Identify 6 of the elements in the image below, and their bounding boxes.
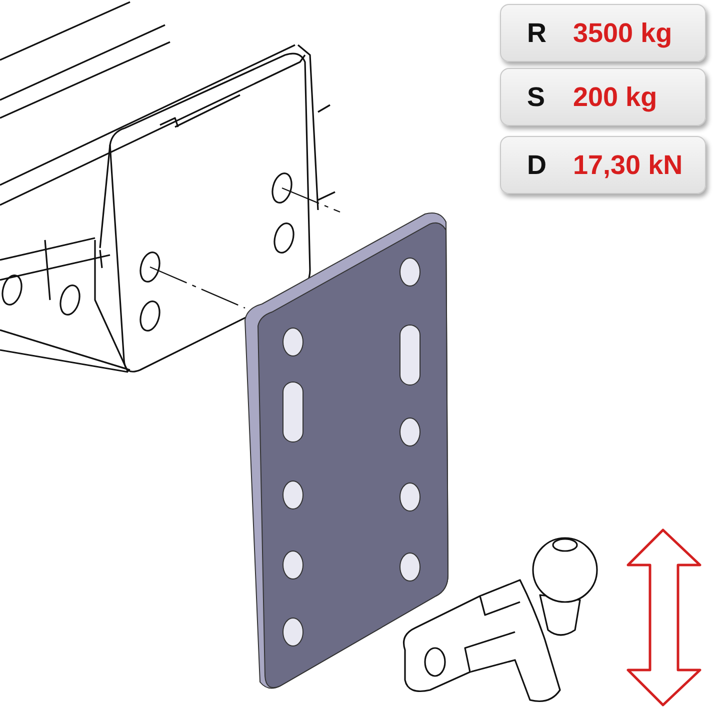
load-symbol: D	[527, 149, 546, 181]
load-value: 3500 kg	[573, 17, 672, 49]
load-symbol: S	[527, 81, 546, 113]
load-symbol: R	[527, 17, 546, 49]
load-value: 200 kg	[573, 81, 658, 113]
load-value: 17,30 kN	[573, 149, 683, 181]
